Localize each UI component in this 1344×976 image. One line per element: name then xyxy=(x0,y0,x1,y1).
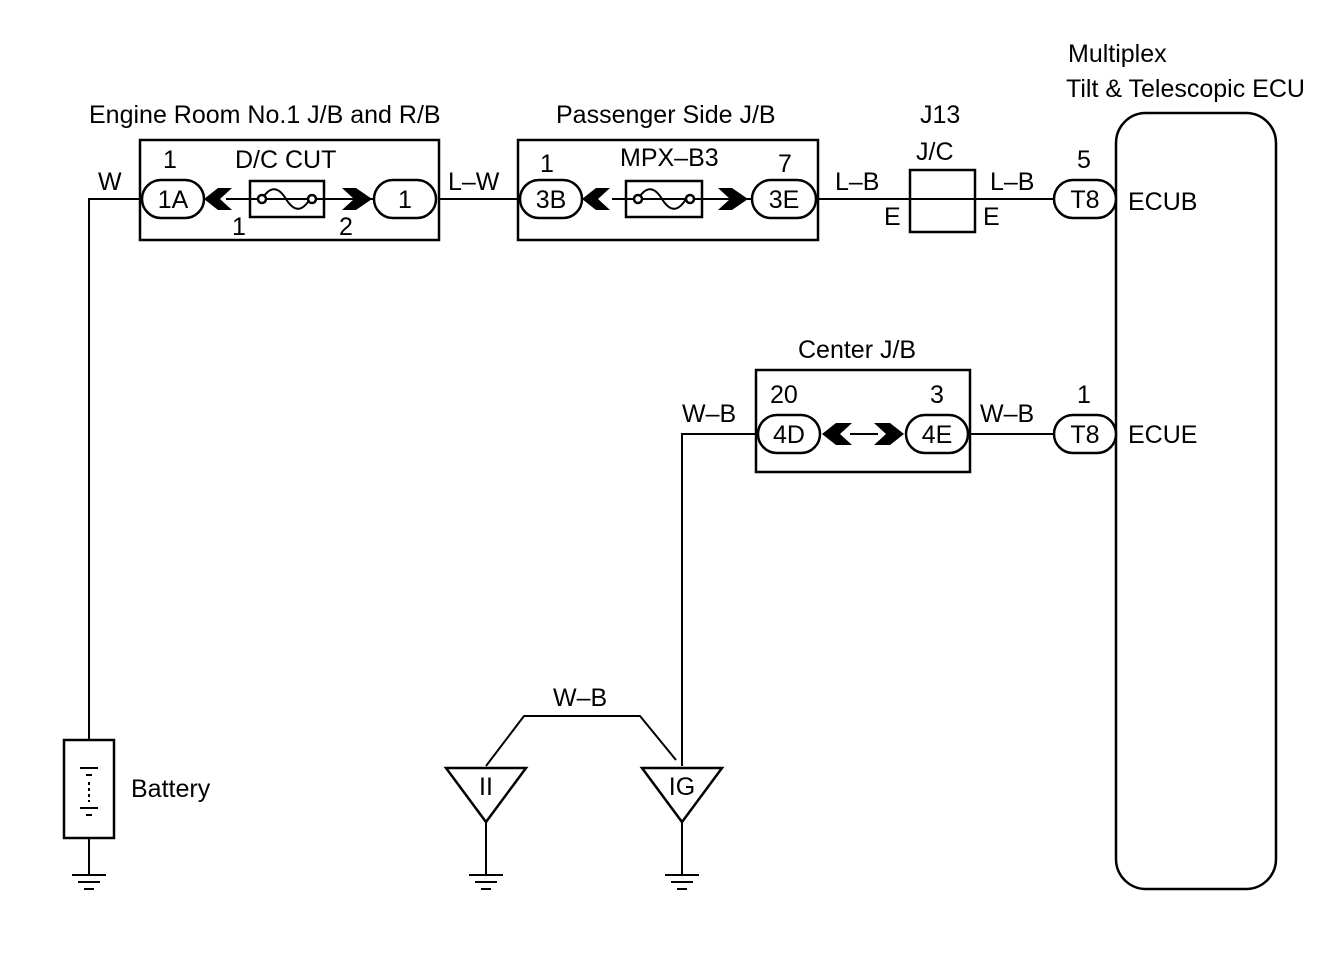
passenger-side-jb: Passenger Side J/B 1 MPX–B3 7 3B 3E xyxy=(516,101,820,242)
center-jb-title: Center J/B xyxy=(798,336,916,364)
j13-title: J13 xyxy=(920,101,960,129)
connector-t8-bot xyxy=(1052,413,1118,455)
ignition-switch-ig: IG xyxy=(639,766,725,825)
pin-4d-label: 20 xyxy=(770,381,798,409)
wires xyxy=(88,198,1054,875)
pin-t8-bot-label: 1 xyxy=(1077,381,1091,409)
battery: Battery xyxy=(62,738,211,840)
pin-t8-top-label: 5 xyxy=(1077,146,1091,174)
wire-label-l-b-left: L–B xyxy=(835,168,879,196)
arrow-right-icon xyxy=(718,188,748,210)
wire-label-e-left: E xyxy=(884,203,901,231)
fuse-terminal-right xyxy=(306,193,318,205)
wire-battery-to-1a xyxy=(88,198,140,740)
fuse-icon xyxy=(637,188,687,210)
fuse-dc-cut xyxy=(248,179,326,219)
wire-label-w: W xyxy=(98,168,122,196)
fuse-mpx-b3 xyxy=(624,179,704,219)
connector-1a-label: 1A xyxy=(158,186,189,214)
fuse-terminal-left xyxy=(256,193,268,205)
pin-3b-label: 1 xyxy=(540,150,554,178)
arrow-right-icon xyxy=(874,423,904,445)
connector-3e-label: 3E xyxy=(769,186,800,214)
arrow-left-icon xyxy=(204,188,232,210)
fuse-terminal-right xyxy=(684,193,696,205)
engine-room-jb-box xyxy=(138,138,441,242)
ecu-title-line1: Multiplex xyxy=(1068,40,1167,68)
battery-label: Battery xyxy=(131,775,211,803)
center-jb-box xyxy=(754,368,972,474)
arrow-left-icon xyxy=(582,188,610,210)
connector-t8-top-label: T8 xyxy=(1070,186,1099,214)
engine-room-jb: Engine Room No.1 J/B and R/B 1 D/C CUT 1… xyxy=(89,101,441,242)
connector-t8-top xyxy=(1052,178,1118,220)
wire-label-w-b-right: W–B xyxy=(980,400,1034,428)
connector-t8-bot-label: T8 xyxy=(1070,421,1099,449)
jc-title: J/C xyxy=(916,138,954,166)
multiplex-tilt-telescopic-ecu: Multiplex Tilt & Telescopic ECU 5 T8 ECU… xyxy=(1052,40,1305,891)
passenger-jb-box xyxy=(516,138,820,242)
wire-w-b-4d-to-ig xyxy=(681,433,756,766)
battery-box xyxy=(62,738,116,840)
fuse-mpx-b3-label: MPX–B3 xyxy=(620,144,719,172)
switch-ig-label: IG xyxy=(669,773,695,801)
pin-4e-label: 3 xyxy=(930,381,944,409)
fuse-pin-in-label: 1 xyxy=(232,213,246,241)
connector-4e xyxy=(904,413,970,455)
connector-3b-label: 3B xyxy=(536,186,567,214)
passenger-jb-title: Passenger Side J/B xyxy=(556,101,776,129)
ecu-body xyxy=(1114,111,1278,891)
jc-box xyxy=(908,168,977,234)
connector-4e-label: 4E xyxy=(922,421,953,449)
fuse-terminal-left xyxy=(632,193,644,205)
switch-ii-triangle-icon xyxy=(443,766,529,825)
connector-1 xyxy=(372,178,438,220)
ground-ig-icon xyxy=(665,874,699,890)
fuse-icon xyxy=(261,188,311,210)
ignition-switch-ii: II xyxy=(443,766,529,825)
terminal-ecub: ECUB xyxy=(1128,188,1197,216)
switch-ii-label: II xyxy=(479,773,493,801)
ground-ii-icon xyxy=(469,874,503,890)
wire-label-w-b-upper: W–B xyxy=(682,400,736,428)
connector-1-label: 1 xyxy=(398,186,412,214)
wire-w-b-ii-ig xyxy=(485,715,677,767)
center-jb: Center J/B 20 3 4D 4E xyxy=(754,336,972,474)
connector-4d-label: 4D xyxy=(773,421,805,449)
arrow-right-icon xyxy=(342,188,372,210)
wire-label-l-w: L–W xyxy=(448,168,500,196)
junction-connector-j13: J13 J/C xyxy=(908,101,977,234)
switch-ig-triangle-icon xyxy=(639,766,725,825)
ground-battery-icon xyxy=(72,874,106,890)
pin-1a-label: 1 xyxy=(163,146,177,174)
engine-room-jb-title: Engine Room No.1 J/B and R/B xyxy=(89,101,441,129)
ecu-title-line2: Tilt & Telescopic ECU xyxy=(1066,75,1305,103)
wire-label-e-right: E xyxy=(983,203,1000,231)
wire-label-l-b-right: L–B xyxy=(990,168,1034,196)
fuse-dc-cut-label: D/C CUT xyxy=(235,146,336,174)
arrow-left-icon xyxy=(822,423,852,445)
connector-4d xyxy=(756,413,822,455)
wire-label-w-b-lower: W–B xyxy=(553,684,607,712)
connector-3e xyxy=(750,178,818,220)
pin-3e-label: 7 xyxy=(778,150,792,178)
fuse-pin-out-label: 2 xyxy=(339,213,353,241)
terminal-ecue: ECUE xyxy=(1128,421,1197,449)
